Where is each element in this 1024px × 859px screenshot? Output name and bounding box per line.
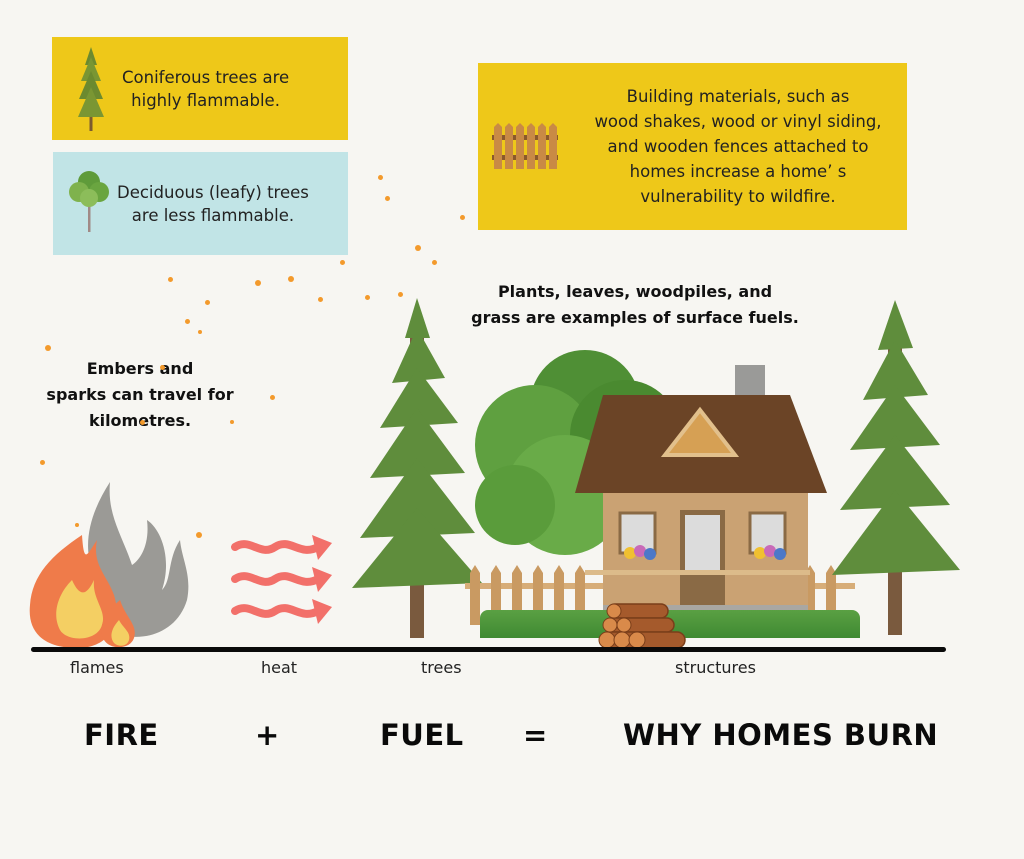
- equation-result: WHY HOMES BURN: [623, 718, 939, 752]
- building-materials-info-box: Building materials, such as wood shakes,…: [478, 63, 907, 230]
- equation-equals: =: [523, 718, 548, 752]
- embers-note-line1: Embers and: [86, 359, 194, 378]
- conifer-tree-left: [352, 298, 482, 638]
- equation-fuel: FUEL: [380, 718, 464, 752]
- equation-fire: FIRE: [84, 718, 159, 752]
- materials-text-line2: wood shakes, wood or vinyl siding,: [594, 112, 882, 131]
- materials-text-line5: vulnerability to wildfire.: [640, 187, 836, 206]
- wooden-fence-icon: [492, 123, 558, 169]
- flames-icon: [29, 482, 189, 648]
- deciduous-tree-icon: [69, 171, 109, 232]
- label-structures: structures: [675, 658, 756, 677]
- label-flames: flames: [70, 658, 124, 677]
- materials-text-line1: Building materials, such as: [626, 87, 850, 106]
- deciduous-info-box: Deciduous (leafy) trees are less flammab…: [53, 152, 348, 255]
- deciduous-text-line1: Deciduous (leafy) trees: [117, 182, 309, 202]
- materials-text-line3: and wooden fences attached to: [607, 137, 869, 156]
- coniferous-info-box: Coniferous trees are highly flammable.: [52, 37, 348, 140]
- ground-line: [31, 647, 946, 652]
- woodpile: [598, 603, 686, 649]
- label-trees: trees: [421, 658, 462, 677]
- deciduous-text-line2: are less flammable.: [131, 205, 295, 225]
- coniferous-text-line1: Coniferous trees are: [122, 67, 290, 87]
- equation-plus: +: [255, 718, 280, 752]
- conifer-tree-right: [832, 300, 960, 635]
- heat-arrows-icon: [231, 535, 332, 624]
- surface-fuels-line1: Plants, leaves, woodpiles, and: [497, 282, 773, 301]
- surface-fuels-line2: grass are examples of surface fuels.: [471, 308, 799, 327]
- embers-note-line2: sparks can travel for: [46, 385, 234, 404]
- house: [575, 365, 827, 625]
- materials-text-line4: homes increase a home’ s: [629, 162, 847, 181]
- surface-fuels-note: Plants, leaves, woodpiles, and grass are…: [445, 279, 825, 331]
- coniferous-text-line2: highly flammable.: [131, 90, 280, 110]
- label-heat: heat: [261, 658, 298, 677]
- conifer-tree-icon: [78, 47, 104, 131]
